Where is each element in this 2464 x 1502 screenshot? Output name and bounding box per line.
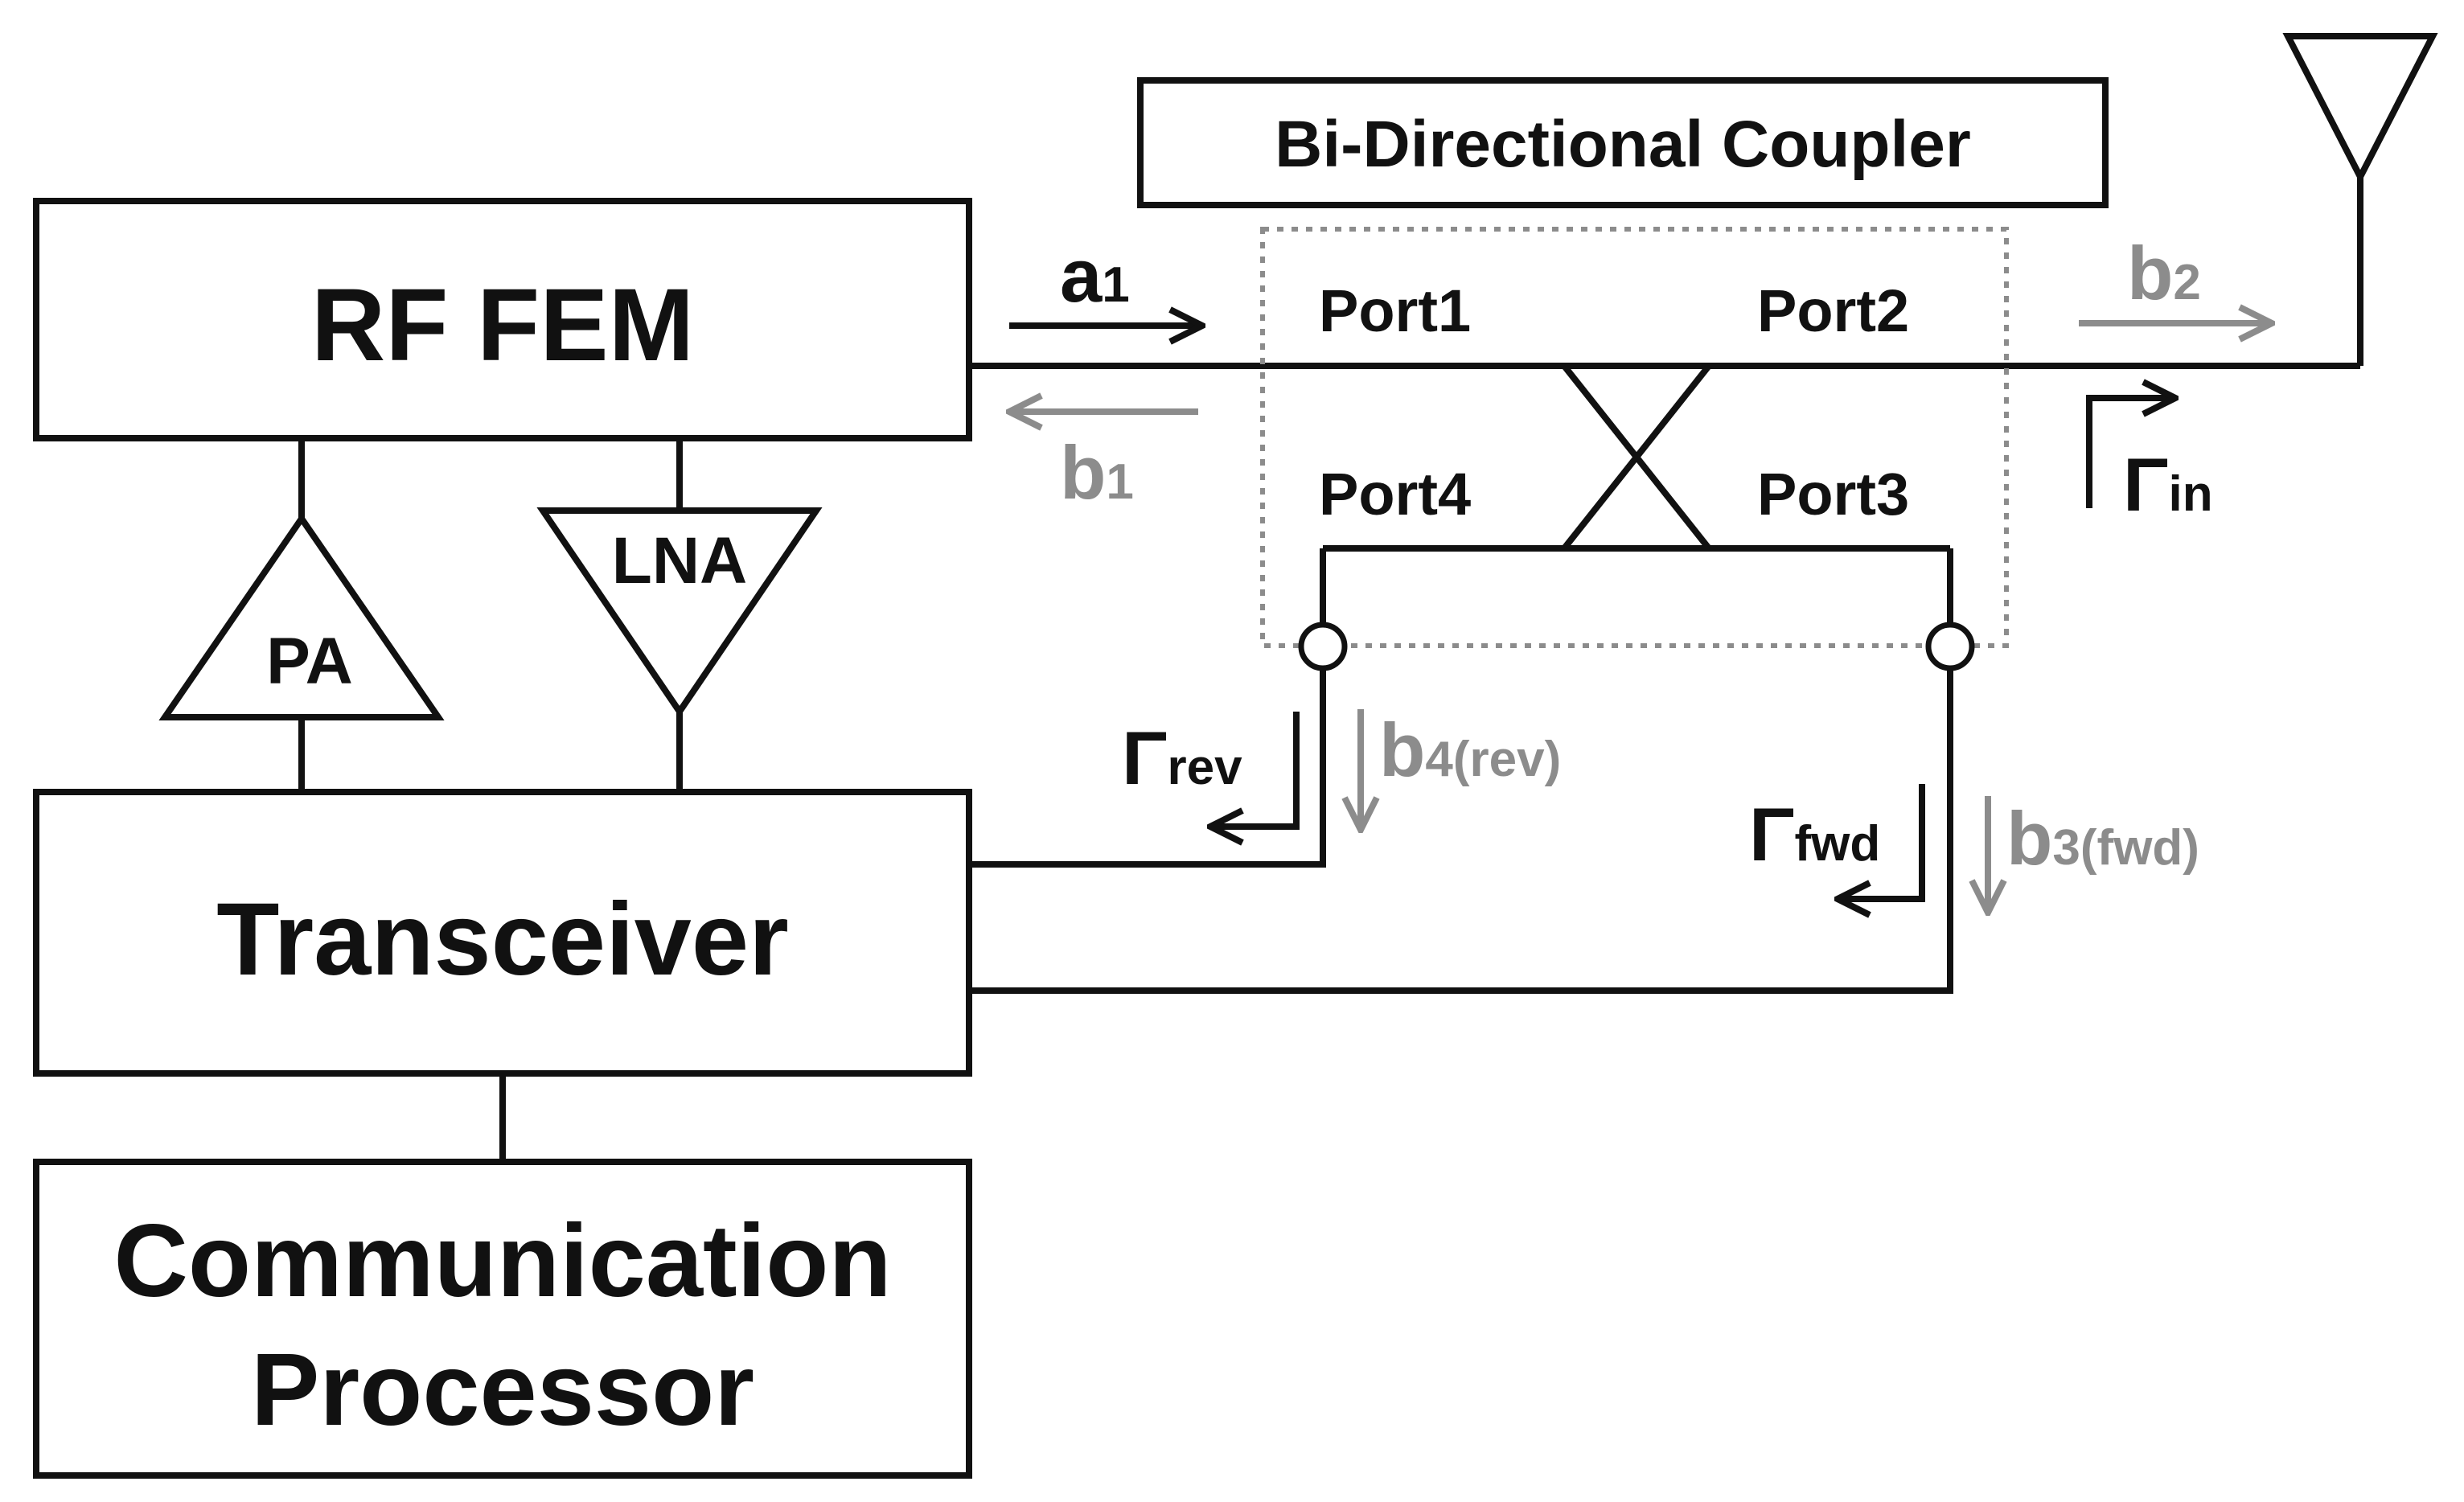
b4-label: b4(rev) — [1379, 708, 1561, 792]
coupler-title: Bi-Directional Coupler — [1275, 108, 1971, 181]
b3-label: b3(fwd) — [2006, 796, 2199, 880]
gamma-fwd-label: Γfwd — [1749, 792, 1880, 876]
lna-amplifier: LNA — [536, 507, 823, 718]
gamma-rev-label: Γrev — [1122, 716, 1242, 800]
pa-label: PA — [266, 625, 353, 698]
transceiver-block: Transceiver — [33, 789, 972, 1077]
cp-label-line1: Communication — [113, 1204, 891, 1319]
gamma-in-label: Γin — [2123, 442, 2213, 527]
port1-label: Port1 — [1319, 277, 1471, 344]
b1-label: b1 — [1060, 430, 1134, 515]
antenna-icon — [2282, 33, 2438, 184]
gamma-in-arrow — [2086, 398, 2175, 508]
communication-processor-block: Communication Processor — [33, 1159, 972, 1479]
b2-label: b2 — [2127, 231, 2201, 315]
pa-amplifier: PA — [158, 512, 445, 720]
gamma-fwd-arrow — [1838, 784, 1925, 899]
transceiver-label: Transceiver — [216, 882, 789, 997]
lna-label: LNA — [612, 524, 748, 597]
a1-label: a1 — [1060, 233, 1130, 318]
pa-triangle-icon — [158, 512, 445, 720]
port4-label: Port4 — [1319, 461, 1471, 527]
port3-terminal — [1925, 622, 1975, 671]
coupler-title-block: Bi-Directional Coupler — [1137, 77, 2109, 208]
rf-fem-label: RF FEM — [311, 268, 694, 383]
gamma-rev-arrow — [1210, 712, 1300, 827]
cp-label-line2: Processor — [251, 1332, 754, 1447]
port2-label: Port2 — [1757, 277, 1909, 344]
rf-fem-block: RF FEM — [33, 198, 972, 441]
fwd-path — [969, 667, 1953, 994]
lna-triangle-icon — [536, 507, 823, 718]
coupler-cross-b — [1561, 363, 1712, 551]
port4-terminal — [1298, 622, 1348, 671]
port3-label: Port3 — [1757, 461, 1909, 527]
rev-path — [969, 667, 1326, 868]
wiring — [298, 177, 2363, 1162]
